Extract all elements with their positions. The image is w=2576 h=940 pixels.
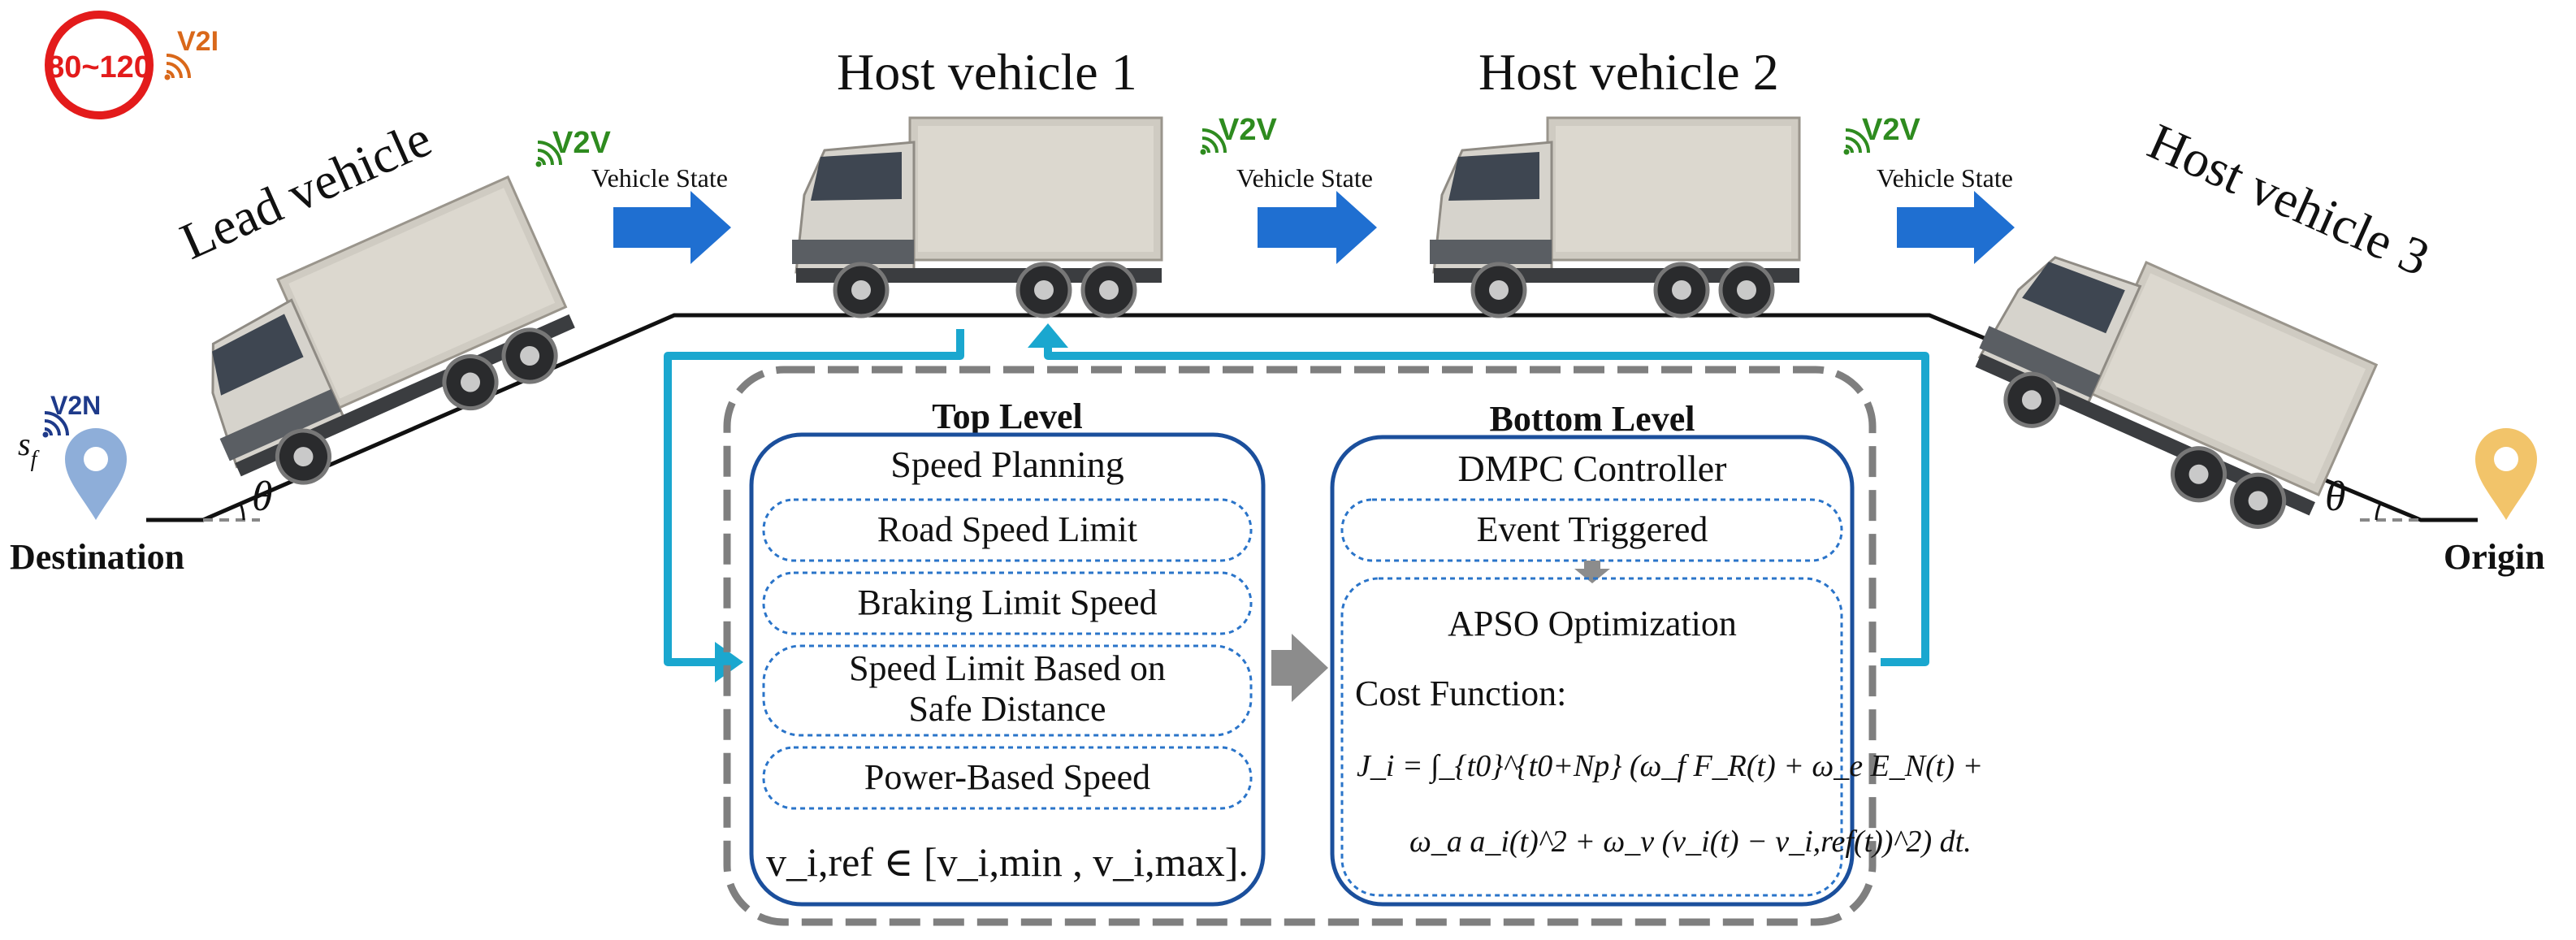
origin-pin-icon bbox=[2475, 428, 2537, 520]
vehicle-state-arrow-2 bbox=[1258, 191, 1377, 264]
speed-limit-sign-icon: 80~120 bbox=[45, 11, 154, 119]
speed-sign-text: 80~120 bbox=[47, 50, 151, 84]
v2n-label: V2N bbox=[50, 391, 101, 420]
vehicle-state-1: Vehicle State bbox=[591, 163, 728, 193]
destination-pin-icon bbox=[65, 428, 127, 520]
speed-limit-safe-distance-line1: Speed Limit Based on bbox=[849, 648, 1166, 688]
top-level-title: Top Level bbox=[932, 396, 1082, 436]
vehicle-state-3: Vehicle State bbox=[1877, 163, 2013, 193]
v2i-label: V2I bbox=[177, 26, 219, 57]
feedback-loop bbox=[664, 323, 1929, 682]
vehicle-state-2: Vehicle State bbox=[1236, 163, 1373, 193]
top-level-box bbox=[749, 432, 1266, 907]
truck-icon bbox=[1430, 118, 1799, 316]
bottom-level-title: Bottom Level bbox=[1490, 399, 1695, 439]
host-vehicle-2-label: Host vehicle 2 bbox=[1478, 43, 1779, 101]
road-speed-limit-box bbox=[762, 498, 1253, 562]
v2i-signal-icon bbox=[163, 54, 191, 81]
bottom-level-box bbox=[1330, 435, 1855, 907]
power-based-speed-box bbox=[762, 746, 1253, 810]
apso-optimization: APSO Optimization bbox=[1448, 604, 1737, 643]
speed-planning-title: Speed Planning bbox=[890, 444, 1123, 485]
v2v-label-1: V2V bbox=[552, 126, 611, 160]
host-vehicle-1-label: Host vehicle 1 bbox=[837, 43, 1137, 101]
cost-function-equation-line1: J_i = ∫_{t0}^{t0+Np} (ω_f F_R(t) + ω_e E… bbox=[1357, 749, 1983, 785]
s-f-symbol: sf bbox=[18, 426, 40, 472]
safe-distance-speed-box bbox=[762, 644, 1253, 737]
theta-arc-left bbox=[239, 503, 245, 521]
control-framework-container bbox=[723, 366, 1877, 926]
truck-icon bbox=[792, 118, 1162, 316]
v2v-label-2: V2V bbox=[1219, 113, 1277, 147]
top-to-bottom-arrow bbox=[1271, 634, 1328, 702]
origin-label: Origin bbox=[2444, 537, 2545, 577]
reference-speed-formula: v_i,ref ∈ [v_i,min , v_i,max]. bbox=[766, 839, 1249, 885]
vehicle-state-arrow-1 bbox=[613, 191, 731, 264]
dmpc-controller-title: DMPC Controller bbox=[1458, 448, 1727, 489]
destination-label: Destination bbox=[10, 537, 184, 577]
speed-limit-safe-distance-line2: Safe Distance bbox=[908, 689, 1106, 729]
host-vehicle-3-label: Host vehicle 3 bbox=[2140, 112, 2438, 287]
cost-function-label: Cost Function: bbox=[1355, 674, 1566, 713]
event-triggered: Event Triggered bbox=[1477, 509, 1708, 549]
vehicle-state-arrow-3 bbox=[1897, 191, 2015, 264]
road bbox=[146, 313, 2478, 522]
theta-left: θ bbox=[252, 474, 273, 520]
cost-function-equation-line2: ω_a a_i(t)^2 + ω_v (v_i(t) − v_i,ref(t))… bbox=[1409, 825, 1972, 859]
truck-icon bbox=[1958, 214, 2376, 546]
theta-arc-right bbox=[2375, 503, 2382, 521]
v2v-label-3: V2V bbox=[1862, 113, 1920, 147]
road-speed-limit: Road Speed Limit bbox=[877, 509, 1137, 549]
theta-right: θ bbox=[2325, 474, 2346, 520]
power-based-speed: Power-Based Speed bbox=[864, 757, 1150, 797]
event-down-arrow bbox=[1574, 561, 1610, 583]
braking-limit-speed: Braking Limit Speed bbox=[857, 583, 1157, 622]
braking-limit-speed-box bbox=[762, 571, 1253, 635]
